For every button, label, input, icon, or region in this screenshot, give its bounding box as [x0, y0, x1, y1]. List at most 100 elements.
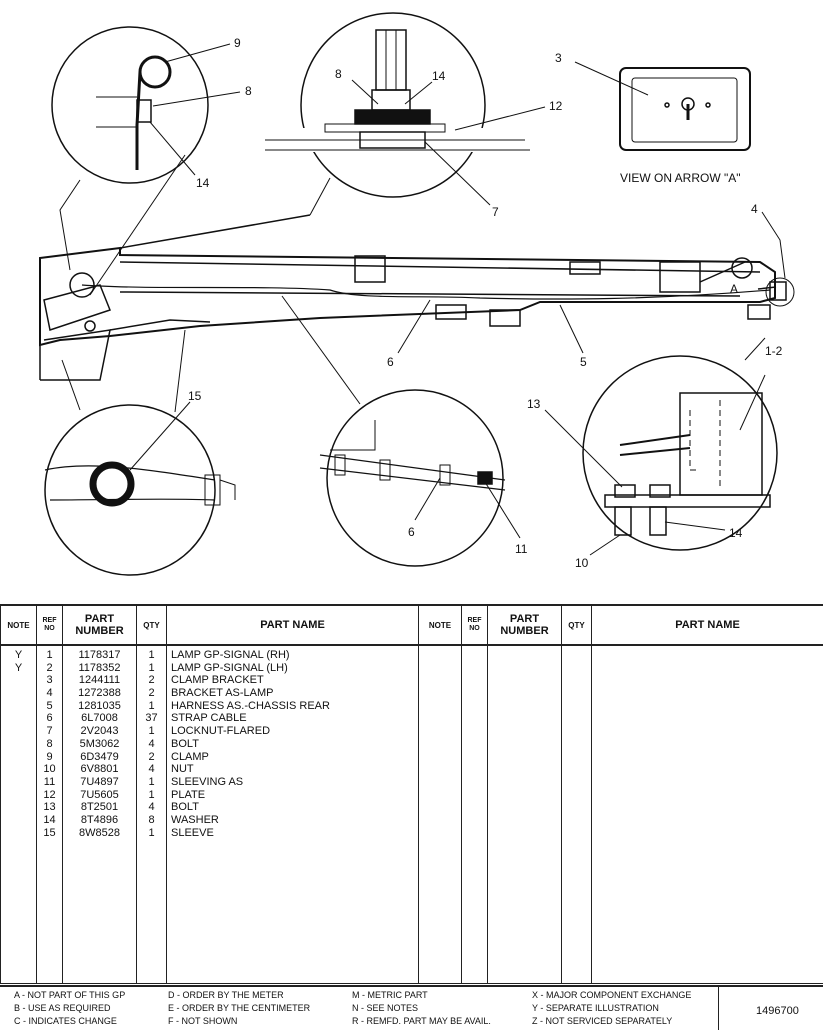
- header-ref-no: REF NO: [37, 605, 63, 645]
- part-qty: 4: [137, 801, 166, 814]
- callout-10: 10: [575, 556, 589, 570]
- part-number: 1178352: [63, 662, 136, 675]
- callout-9: 9: [234, 36, 241, 50]
- part-ref: 2: [37, 662, 62, 675]
- note-column-2: [419, 645, 462, 984]
- detail-circle-grommet: [45, 330, 235, 575]
- part-qty: 1: [137, 789, 166, 802]
- part-name: LAMP GP-SIGNAL (LH): [171, 662, 418, 675]
- legend-item-z: Z - NOT SERVICED SEPARATELY: [532, 1016, 672, 1026]
- part-qty: 37: [137, 712, 166, 725]
- callout-14: 14: [432, 69, 446, 83]
- part-number: 8W8528: [63, 827, 136, 840]
- legend-divider: [718, 987, 719, 1030]
- part-note: [1, 801, 36, 814]
- legend-item-c: C - INDICATES CHANGE: [14, 1016, 117, 1026]
- legend-item-e: E - ORDER BY THE CENTIMETER: [168, 1003, 310, 1013]
- part-number: 1244111: [63, 674, 136, 687]
- part-number: 2V2043: [63, 725, 136, 738]
- part-qty: 2: [137, 674, 166, 687]
- part-note: [1, 674, 36, 687]
- part-ref: 15: [37, 827, 62, 840]
- part-ref: 4: [37, 687, 62, 700]
- part-note: [1, 776, 36, 789]
- header-qty: QTY: [137, 605, 167, 645]
- header-part-name: PART NAME: [167, 605, 419, 645]
- header-part-number-2: PART NUMBER: [488, 605, 562, 645]
- part-name: STRAP CABLE: [171, 712, 418, 725]
- part-qty: 1: [137, 725, 166, 738]
- callout-7: 7: [492, 205, 499, 219]
- parts-table: NOTE REF NO PART NUMBER QTY PART NAME NO…: [0, 604, 823, 984]
- legend-item-a: A - NOT PART OF THIS GP: [14, 990, 125, 1000]
- callout-13: 13: [527, 397, 541, 411]
- detail-circle-lamp-mount: [545, 338, 777, 555]
- part-note: [1, 751, 36, 764]
- part-qty: 4: [137, 763, 166, 776]
- ref-column-2: [462, 645, 488, 984]
- legend-item-y: Y - SEPARATE ILLUSTRATION: [532, 1003, 659, 1013]
- chassis-frame: [40, 215, 786, 380]
- part-qty: 1: [137, 776, 166, 789]
- part-name-column-2: [592, 645, 823, 984]
- callout-15: 15: [188, 389, 202, 403]
- part-number-column-2: [488, 645, 562, 984]
- part-ref: 9: [37, 751, 62, 764]
- legend: A - NOT PART OF THIS GP B - USE AS REQUI…: [0, 985, 823, 1030]
- legend-item-b: B - USE AS REQUIRED: [14, 1003, 111, 1013]
- part-name: CLAMP: [171, 751, 418, 764]
- part-ref: 5: [37, 700, 62, 713]
- part-name: LAMP GP-SIGNAL (RH): [171, 649, 418, 662]
- header-part-number: PART NUMBER: [63, 605, 137, 645]
- callout-4: 4: [751, 202, 758, 216]
- legend-item-d: D - ORDER BY THE METER: [168, 990, 284, 1000]
- part-note: [1, 814, 36, 827]
- part-number: 8T4896: [63, 814, 136, 827]
- header-note-2: NOTE: [419, 605, 462, 645]
- part-name-column: LAMP GP-SIGNAL (RH)LAMP GP-SIGNAL (LH) CL…: [167, 645, 419, 984]
- part-name: SLEEVING AS: [171, 776, 418, 789]
- part-qty: 1: [137, 649, 166, 662]
- part-note: [1, 789, 36, 802]
- callout-5: 5: [580, 355, 587, 369]
- part-name: NUT: [171, 763, 418, 776]
- part-name: BOLT: [171, 738, 418, 751]
- detail-circle-strap-cable: [282, 296, 520, 566]
- legend-item-x: X - MAJOR COMPONENT EXCHANGE: [532, 990, 691, 1000]
- part-note: [1, 763, 36, 776]
- part-number: 1178317: [63, 649, 136, 662]
- qty-column-2: [562, 645, 592, 984]
- legend-item-m: M - METRIC PART: [352, 990, 428, 1000]
- part-number: 1281035: [63, 700, 136, 713]
- part-number: 7U4897: [63, 776, 136, 789]
- detail-circle-locknut: [265, 13, 545, 215]
- part-qty: 8: [137, 814, 166, 827]
- part-note: Y: [1, 662, 36, 675]
- part-number: 8T2501: [63, 801, 136, 814]
- callout-8: 8: [245, 84, 252, 98]
- table-header-row: NOTE REF NO PART NUMBER QTY PART NAME NO…: [1, 605, 823, 645]
- callout-6: 6: [408, 525, 415, 539]
- parts-illustration: VIEW ON ARROW "A" A: [0, 0, 823, 600]
- part-number: 6D3479: [63, 751, 136, 764]
- callout-11: 11: [515, 542, 528, 556]
- part-ref: 7: [37, 725, 62, 738]
- callout-12: 12: [549, 99, 563, 113]
- part-qty: 1: [137, 827, 166, 840]
- part-qty: 4: [137, 738, 166, 751]
- part-qty: 1: [137, 700, 166, 713]
- view-arrow-a: VIEW ON ARROW "A": [575, 62, 750, 185]
- drawing-number: 1496700: [756, 1005, 799, 1017]
- part-ref: 12: [37, 789, 62, 802]
- part-note: [1, 712, 36, 725]
- part-note: [1, 725, 36, 738]
- part-name: SLEEVE: [171, 827, 418, 840]
- part-ref: 3: [37, 674, 62, 687]
- part-number: 6L7008: [63, 712, 136, 725]
- part-note: Y: [1, 649, 36, 662]
- callout-3: 3: [555, 51, 562, 65]
